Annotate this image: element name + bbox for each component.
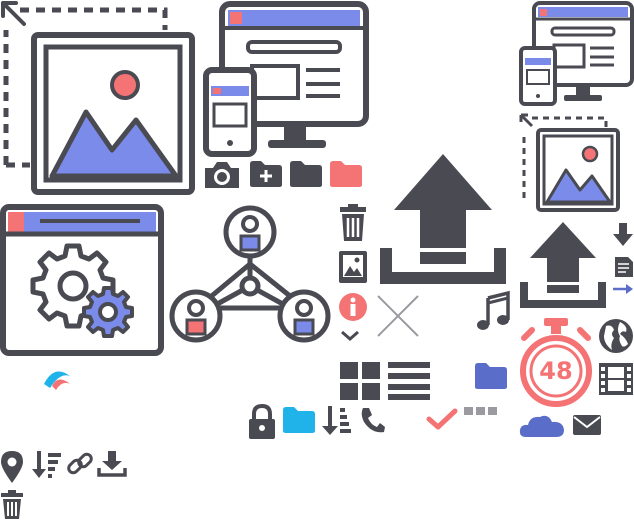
music-icon — [477, 290, 510, 330]
responsive-devices-icon — [203, 1, 369, 157]
trash-small-icon — [1, 490, 23, 519]
image-resize-icon — [1, 1, 195, 195]
folder-icon — [290, 161, 322, 187]
timer-icon — [520, 318, 592, 407]
download-icon — [97, 451, 127, 477]
cloud-icon — [519, 415, 564, 437]
sort-down-icon — [32, 451, 61, 478]
document-icon — [615, 257, 633, 277]
arrow-right-icon — [613, 284, 633, 294]
trash-icon — [340, 204, 366, 241]
check-icon — [426, 408, 458, 430]
link-icon — [67, 452, 93, 475]
folder-coral-icon — [330, 161, 362, 187]
folder-add-icon — [250, 161, 282, 187]
dots-icon — [464, 407, 497, 415]
info-icon — [339, 293, 367, 321]
globe-icon — [599, 319, 633, 353]
film-icon — [599, 363, 633, 395]
phone-icon — [361, 408, 385, 433]
image-resize-small-icon — [519, 113, 620, 212]
folder-cyan-icon — [283, 407, 315, 433]
close-icon — [377, 295, 419, 337]
upload-small-icon — [520, 222, 606, 308]
chevron-down-icon — [341, 330, 359, 341]
bird-logo-icon — [44, 371, 70, 390]
map-pin-icon — [1, 451, 23, 483]
settings-window-icon — [0, 204, 164, 356]
mail-icon — [573, 415, 601, 435]
camera-icon — [205, 162, 239, 188]
arrow-down-icon — [613, 223, 633, 246]
list-icon — [388, 362, 430, 400]
folder-blue-icon — [475, 363, 507, 389]
lock-icon — [249, 403, 275, 439]
timer-value: 48 — [539, 357, 573, 385]
picture-icon — [339, 251, 367, 283]
sort-amount-icon — [322, 406, 351, 435]
upload-icon — [380, 154, 506, 284]
grid-icon — [340, 362, 380, 400]
network-users-icon — [169, 205, 331, 343]
devices-small-icon — [519, 1, 634, 106]
